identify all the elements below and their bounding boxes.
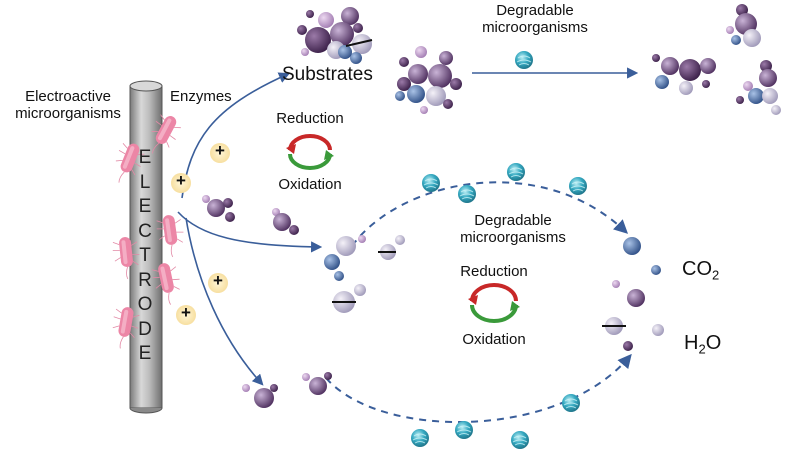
oxidation-label-lower: Oxidation bbox=[462, 331, 526, 348]
co2-subscript: 2 bbox=[712, 267, 720, 283]
small-molecules-left bbox=[202, 195, 332, 408]
electrode-letter: T bbox=[139, 245, 151, 266]
electrode-letter: E bbox=[138, 196, 152, 217]
reduction-label-lower: Reduction bbox=[460, 263, 528, 280]
oxidation-label-top: Oxidation bbox=[278, 176, 342, 193]
degradable-top-label: Degradable microorganisms bbox=[470, 2, 600, 37]
middle-fragments bbox=[324, 235, 405, 313]
electrode-letter: E bbox=[138, 343, 152, 364]
electrode-letter: D bbox=[138, 318, 152, 340]
electroactive-label-line1: Electroactive bbox=[25, 88, 111, 105]
h2o-label: H2O bbox=[684, 332, 721, 357]
plus-sign: + bbox=[181, 303, 191, 322]
substrate-cluster-middle bbox=[395, 46, 462, 114]
positive-charges bbox=[171, 143, 230, 325]
electrode-letter: C bbox=[138, 220, 152, 242]
degradable-mid-line1: Degradable bbox=[474, 212, 552, 229]
substrates-label: Substrates bbox=[282, 64, 373, 85]
products bbox=[602, 237, 664, 351]
electroactive-label: Electroactive microorganisms bbox=[4, 88, 132, 123]
degradation-paths bbox=[325, 181, 632, 424]
degradable-top-line2: microorganisms bbox=[482, 19, 588, 37]
enzymes bbox=[410, 50, 588, 450]
plus-sign: + bbox=[213, 271, 223, 290]
electroactive-label-line2: microorganisms bbox=[15, 105, 121, 123]
redox-cycle-icon bbox=[286, 134, 334, 170]
h2o-subscript: 2 bbox=[698, 341, 706, 357]
degradable-mid-line2: microorganisms bbox=[460, 229, 566, 247]
electrode-letter: O bbox=[137, 294, 153, 315]
electrode-letter: E bbox=[138, 147, 152, 168]
electrode-letter: L bbox=[139, 171, 151, 193]
degradable-mid-label: Degradable microorganisms bbox=[448, 212, 578, 247]
enzymes-label: Enzymes bbox=[170, 88, 232, 105]
degradable-top-line1: Degradable bbox=[496, 2, 574, 19]
substrate-cluster bbox=[297, 7, 373, 64]
redox-cycle-icon-lower bbox=[468, 283, 520, 323]
h2o-o: O bbox=[705, 332, 722, 354]
electrode-letter: R bbox=[138, 269, 152, 291]
co2-label: CO2 bbox=[682, 258, 719, 283]
co2-main: CO bbox=[682, 258, 712, 280]
electrode-label: E L E C T R O D E bbox=[131, 146, 159, 367]
degraded-fragments-top bbox=[652, 4, 781, 115]
plus-sign: + bbox=[176, 171, 186, 190]
reduction-label-top: Reduction bbox=[276, 110, 344, 127]
h2o-h: H bbox=[684, 332, 699, 354]
plus-sign: + bbox=[215, 141, 225, 160]
